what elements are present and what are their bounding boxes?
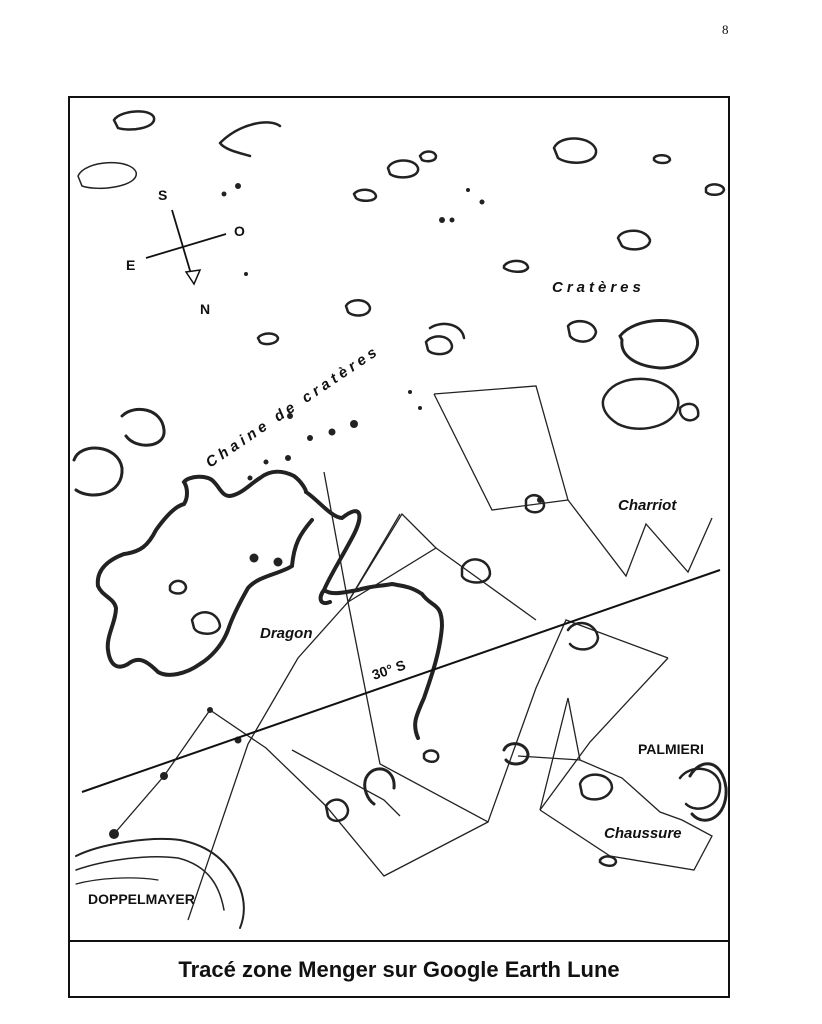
- crater: [578, 773, 614, 801]
- north-arrow-icon: [184, 269, 202, 286]
- crater: [616, 229, 652, 251]
- crater: [256, 332, 280, 346]
- label-dragon: Dragon: [260, 625, 313, 642]
- crater: [352, 188, 378, 202]
- crater: [678, 767, 722, 810]
- crater: [502, 742, 530, 766]
- constellation-lines: [113, 385, 713, 921]
- crater: [704, 183, 726, 196]
- crater: [168, 579, 188, 595]
- crater: [598, 855, 618, 867]
- charriot-line: [433, 393, 569, 511]
- label-chaine: Chaine de cratères: [203, 342, 383, 471]
- crater: [324, 798, 350, 823]
- label-charriot: Charriot: [618, 497, 677, 514]
- crater: [363, 767, 396, 806]
- crater: [524, 493, 546, 514]
- figure-frame: S O E N Cratères Chaine de cratères Char…: [68, 96, 730, 998]
- crater-outlines: [72, 110, 728, 929]
- crater: [678, 402, 700, 422]
- label-palmieri: PALMIERI: [638, 741, 704, 757]
- web-line: [291, 749, 401, 817]
- dragon-outline: [95, 469, 445, 740]
- crater: [120, 407, 166, 447]
- compass-o: O: [234, 223, 245, 239]
- crater: [618, 319, 700, 370]
- crater-ridge: [218, 121, 282, 158]
- crater: [112, 110, 156, 131]
- crater: [502, 259, 530, 273]
- compass-rose: S O E N: [126, 187, 245, 317]
- label-chaussure: Chaussure: [604, 825, 682, 842]
- chaussure-line: [539, 697, 581, 811]
- web-line: [209, 709, 489, 877]
- crater: [460, 558, 492, 584]
- charriot-line: [433, 385, 713, 578]
- crater: [424, 335, 454, 356]
- chaussure-line: [517, 755, 713, 871]
- figure-caption: Tracé zone Menger sur Google Earth Lune: [70, 940, 728, 998]
- crater: [386, 159, 420, 179]
- web-line: [347, 547, 537, 621]
- doppelmayer-rim: [75, 877, 159, 885]
- crater: [422, 749, 440, 763]
- palmieri-crater: [688, 762, 728, 822]
- doppelmayer-rim: [75, 856, 225, 911]
- label-latitude: 30° S: [370, 657, 408, 683]
- crater: [72, 446, 124, 497]
- compass-n: N: [200, 301, 210, 317]
- crater: [652, 154, 672, 165]
- compass-s: S: [158, 187, 167, 203]
- crater-rim: [428, 322, 466, 340]
- compass-e: E: [126, 257, 135, 273]
- label-doppelmayer: DOPPELMAYER: [88, 891, 195, 907]
- crater: [77, 161, 137, 190]
- doppelmayer-rim: [75, 837, 245, 929]
- page-number: 8: [722, 22, 729, 37]
- crater: [601, 377, 680, 430]
- latitude-line: [81, 569, 721, 793]
- crater: [552, 137, 598, 164]
- label-crateres: Cratères: [552, 279, 645, 296]
- web-line: [113, 709, 211, 835]
- web-line: [539, 657, 669, 811]
- crater: [418, 150, 438, 163]
- crater: [344, 299, 372, 317]
- crater: [190, 611, 222, 635]
- web-line: [187, 513, 401, 921]
- lunar-map: S O E N Cratères Chaine de cratères Char…: [70, 98, 732, 940]
- crater: [566, 319, 598, 343]
